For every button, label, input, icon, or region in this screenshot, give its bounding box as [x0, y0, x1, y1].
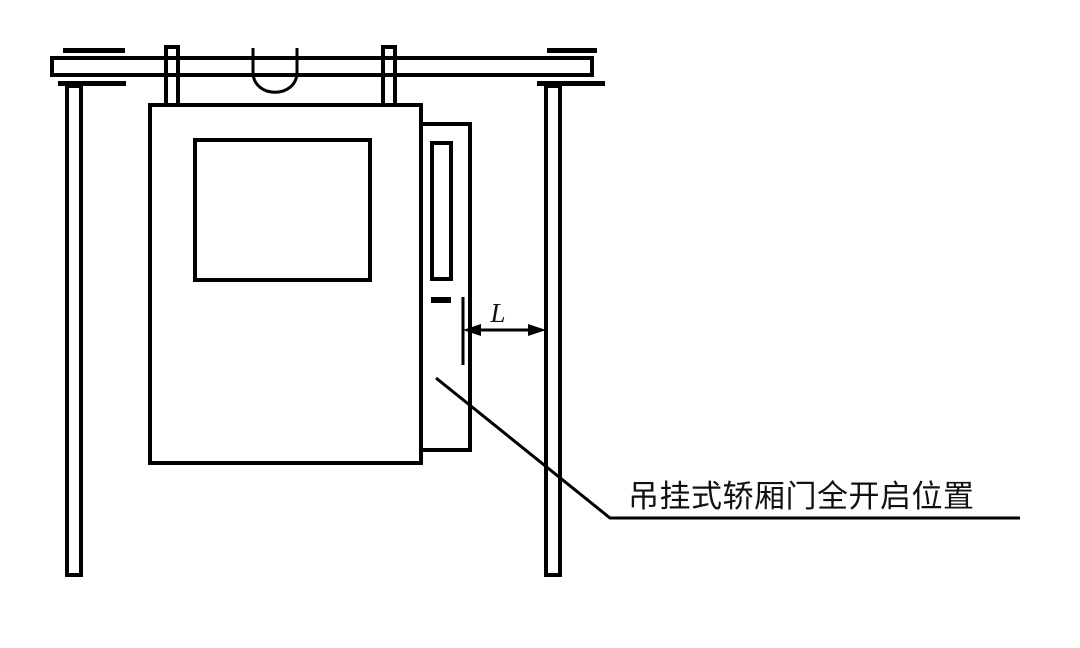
- right-rail-cap-lower-icon: [537, 81, 605, 86]
- left-rail-cap-upper-icon: [63, 48, 125, 53]
- car-door-panel: [148, 103, 423, 465]
- dimension-arrowhead-left-icon: [463, 324, 481, 336]
- suspension-cable-loop-icon: [251, 48, 299, 94]
- side-panel-slot: [430, 141, 453, 281]
- car-door-window: [193, 138, 372, 282]
- callout-label: 吊挂式轿厢门全开启位置: [628, 479, 975, 515]
- dimension-arrowhead-right-icon: [528, 324, 546, 336]
- left-guide-post: [65, 84, 83, 577]
- left-rail-cap-lower-icon: [58, 81, 126, 86]
- top-rail: [50, 56, 594, 77]
- dimension-label-L: L: [489, 298, 505, 328]
- door-handle-mark-icon: [431, 297, 451, 303]
- right-rail-cap-upper-icon: [547, 48, 597, 53]
- right-guide-post: [544, 84, 562, 577]
- callout-leader-line: [435, 376, 1020, 520]
